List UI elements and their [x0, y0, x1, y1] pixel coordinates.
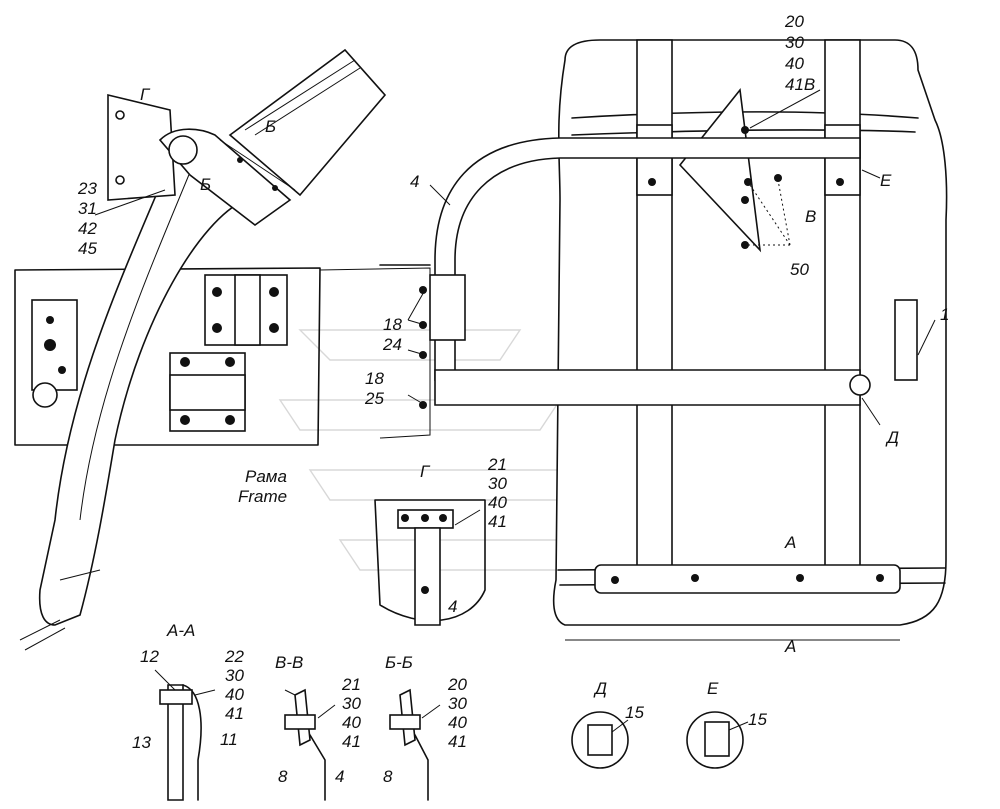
label-40: 40 — [785, 54, 804, 73]
label-g41: 41 — [488, 512, 507, 531]
label-41v: 41В — [785, 75, 815, 94]
label-a-upper: А — [784, 533, 796, 552]
section-aa-30: 30 — [225, 666, 244, 685]
section-aa-41: 41 — [225, 704, 244, 723]
callout-labels: Г Б Б 23 31 42 45 4 18 24 18 25 Рама Fra… — [77, 12, 949, 656]
section-vv-21: 21 — [341, 675, 361, 694]
section-d-15: 15 — [625, 703, 644, 722]
label-b2: Б — [200, 175, 211, 194]
section-aa-22: 22 — [224, 647, 244, 666]
section-aa — [154, 669, 216, 801]
frame-brackets — [31, 274, 288, 432]
label-1: 1 — [940, 305, 949, 324]
label-45: 45 — [78, 239, 97, 258]
label-e-mark: Е — [880, 171, 892, 190]
label-4-main: 4 — [410, 172, 419, 191]
section-aa-40: 40 — [225, 685, 244, 704]
tank-body — [552, 39, 948, 641]
label-g40: 40 — [488, 493, 507, 512]
frame-outline — [14, 264, 431, 446]
section-bb-title: Б-Б — [385, 653, 413, 672]
section-bb-20: 20 — [447, 675, 467, 694]
label-20: 20 — [784, 12, 804, 31]
section-bb-30: 30 — [448, 694, 467, 713]
air-intake-head — [107, 48, 387, 226]
section-labels: А-А 12 13 22 30 40 41 11 В-В 21 30 40 41… — [132, 621, 767, 786]
section-e-15: 15 — [748, 710, 767, 729]
detail-g — [374, 499, 486, 626]
detail-d — [571, 711, 629, 769]
section-bb-8: 8 — [383, 767, 393, 786]
section-vv-4: 4 — [335, 767, 344, 786]
curved-pipe — [19, 148, 247, 651]
label-18a: 18 — [383, 315, 402, 334]
section-vv-title: В-В — [275, 653, 303, 672]
section-aa-12: 12 — [140, 647, 159, 666]
label-g30: 30 — [488, 474, 507, 493]
section-vv — [284, 688, 336, 801]
section-vv-8: 8 — [278, 767, 288, 786]
label-31: 31 — [78, 199, 97, 218]
section-bb-41: 41 — [448, 732, 467, 751]
section-vv-41: 41 — [342, 732, 361, 751]
label-g-detail: Г — [420, 462, 431, 481]
label-g-top: Г — [140, 85, 151, 104]
label-42: 42 — [78, 219, 97, 238]
label-30: 30 — [785, 33, 804, 52]
section-e-title: Е — [707, 679, 719, 698]
label-frame: Frame — [238, 487, 287, 506]
label-g4: 4 — [448, 597, 457, 616]
label-d-mark: Д — [885, 428, 899, 447]
section-bb — [389, 688, 441, 801]
detail-e — [686, 711, 749, 769]
section-d-title: Д — [593, 679, 607, 698]
label-rama: Рама — [245, 467, 287, 486]
label-v-mark: В — [805, 207, 816, 226]
label-g21: 21 — [487, 455, 507, 474]
label-a-lower: А — [784, 637, 796, 656]
section-aa-13: 13 — [132, 733, 151, 752]
leader-lines — [94, 89, 936, 426]
label-23: 23 — [77, 179, 97, 198]
label-b1: Б — [265, 117, 276, 136]
section-aa-title: А-А — [166, 621, 195, 640]
label-25: 25 — [364, 389, 384, 408]
label-50: 50 — [790, 260, 809, 279]
section-vv-40: 40 — [342, 713, 361, 732]
support-tube — [419, 137, 871, 409]
section-vv-30: 30 — [342, 694, 361, 713]
section-bb-40: 40 — [448, 713, 467, 732]
label-24: 24 — [382, 335, 402, 354]
section-aa-11: 11 — [220, 730, 238, 749]
label-18b: 18 — [365, 369, 384, 388]
